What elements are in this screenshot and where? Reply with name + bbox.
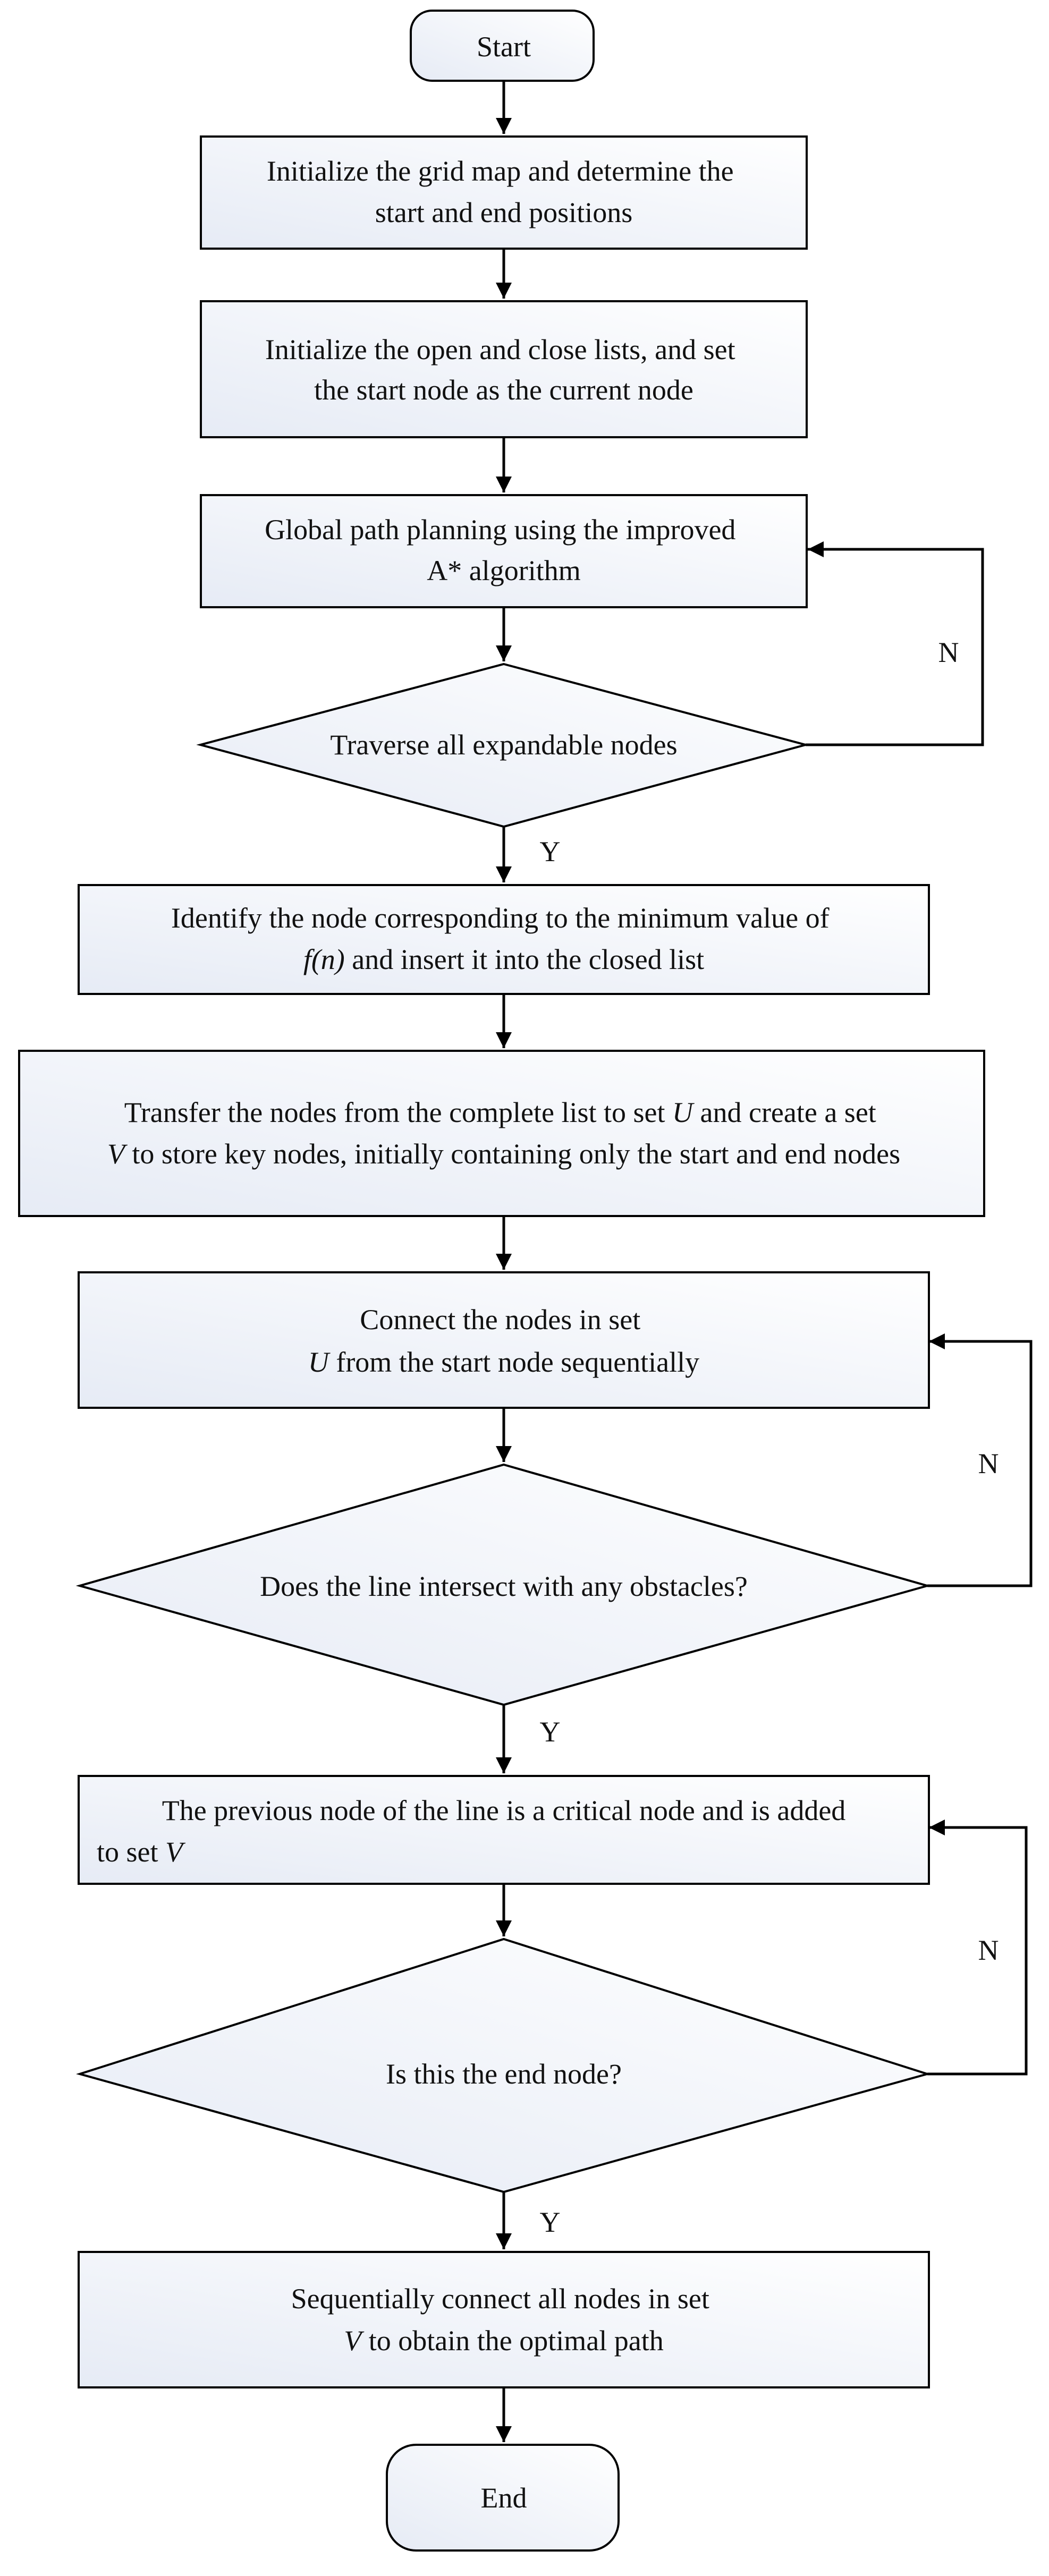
end-terminal: End — [386, 2444, 620, 2552]
decision-traverse-text: Traverse all expandable nodes — [330, 729, 677, 761]
connectors — [496, 81, 1033, 2442]
no-label-traverse: N — [938, 636, 959, 668]
yes-label-traverse: Y — [540, 836, 561, 868]
decision-end-node-text: Is this the end node? — [386, 2058, 622, 2090]
step-identify-min: Identify the node corresponding to the m… — [78, 884, 930, 995]
yes-label-end-node: Y — [540, 2206, 561, 2238]
step-connect-v: Sequentially connect all nodes in set V … — [78, 2251, 930, 2388]
step-init-lists-text: Initialize the open and close lists, and… — [265, 334, 742, 406]
step-critical-node-text-line2: to set V — [97, 1836, 186, 1868]
decision-traverse: Traverse all expandable nodes — [196, 662, 810, 828]
loop-traverse-no — [806, 541, 984, 746]
start-terminal: Start — [410, 10, 595, 82]
step-init-grid: Initialize the grid map and determine th… — [200, 135, 808, 250]
step-connect-u: Connect the nodes in set U from the star… — [78, 1271, 930, 1409]
end-label: End — [481, 2482, 527, 2514]
decision-intersect-text: Does the line intersect with any obstacl… — [260, 1570, 748, 1602]
step-critical-node-text: The previous node of the line is a criti… — [162, 1795, 846, 1826]
start-label: Start — [477, 31, 531, 63]
step-init-grid-text: Initialize the grid map and determine th… — [267, 155, 741, 228]
decision-end-node: Is this the end node? — [76, 1937, 931, 2194]
step-identify-min-text: Identify the node corresponding to the m… — [171, 902, 836, 975]
no-label-intersect: N — [978, 1448, 999, 1480]
step-init-lists: Initialize the open and close lists, and… — [200, 300, 808, 438]
loop-end-node-no — [927, 1820, 1028, 2076]
no-label-end-node: N — [978, 1934, 999, 1966]
step-connect-u-text: Connect the nodes in set U from the star… — [308, 1304, 699, 1378]
loop-intersect-no — [927, 1333, 1033, 1587]
step-transfer: Transfer the nodes from the complete lis… — [18, 1050, 985, 1217]
step-connect-v-text: Sequentially connect all nodes in set V … — [291, 2283, 717, 2357]
step-global-planning: Global path planning using the improved … — [200, 494, 808, 608]
step-global-planning-text: Global path planning using the improved … — [265, 514, 743, 586]
decision-intersect: Does the line intersect with any obstacl… — [75, 1463, 932, 1706]
step-transfer-text: Transfer the nodes from the complete lis… — [107, 1096, 900, 1170]
step-critical-node: The previous node of the line is a criti… — [78, 1775, 930, 1885]
yes-label-intersect: Y — [540, 1716, 561, 1748]
